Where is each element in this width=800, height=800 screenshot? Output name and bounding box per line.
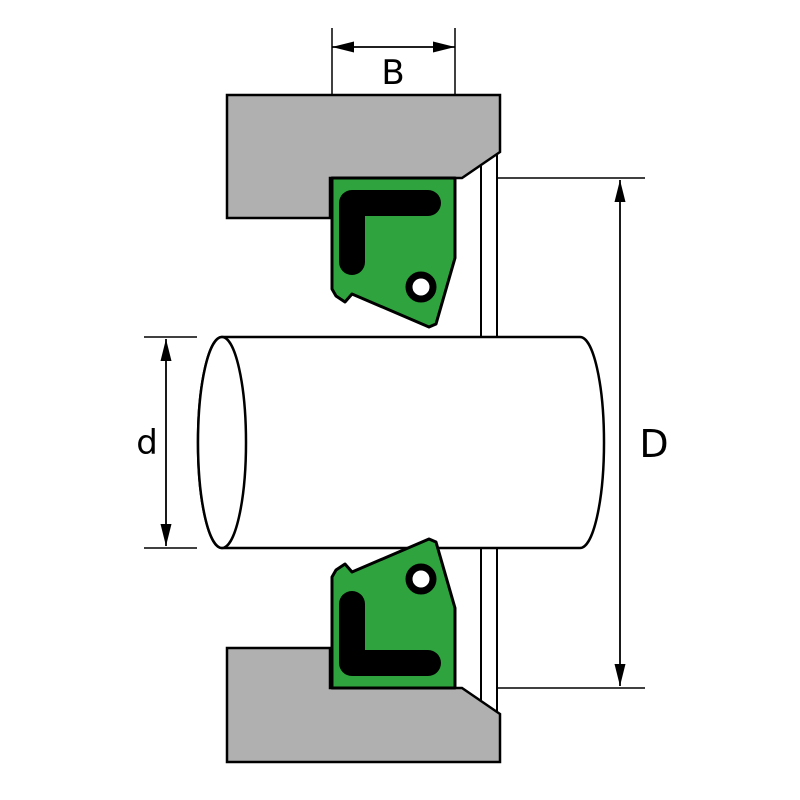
shaft-end-face	[196, 335, 248, 550]
arrowhead-D-top	[614, 180, 626, 202]
arrowhead-b-right	[433, 41, 455, 53]
dimension-width-b: B	[331, 28, 456, 95]
shaft-group	[196, 335, 606, 550]
arrowhead-d-bottom	[160, 524, 172, 546]
dimension-label-bore-diameter: D	[639, 422, 668, 466]
seal-bottom-cross-section	[330, 537, 457, 690]
seal-bottom-garter-spring	[405, 563, 437, 595]
seal-bottom-metal-insert	[339, 591, 441, 676]
arrowhead-d-top	[160, 339, 172, 361]
seal-top-cross-section	[330, 176, 457, 329]
arrowhead-D-bottom	[614, 664, 626, 686]
dimension-shaft-diameter-d: d	[136, 336, 197, 549]
shaft	[196, 335, 606, 550]
seal-top-metal-insert	[339, 190, 441, 275]
dimension-bore-diameter-D: D	[498, 177, 669, 689]
arrowhead-b-left	[332, 41, 354, 53]
dimension-label-width: B	[381, 53, 404, 93]
seal-top-garter-spring	[405, 271, 437, 303]
dimension-label-shaft-diameter: d	[136, 423, 158, 463]
